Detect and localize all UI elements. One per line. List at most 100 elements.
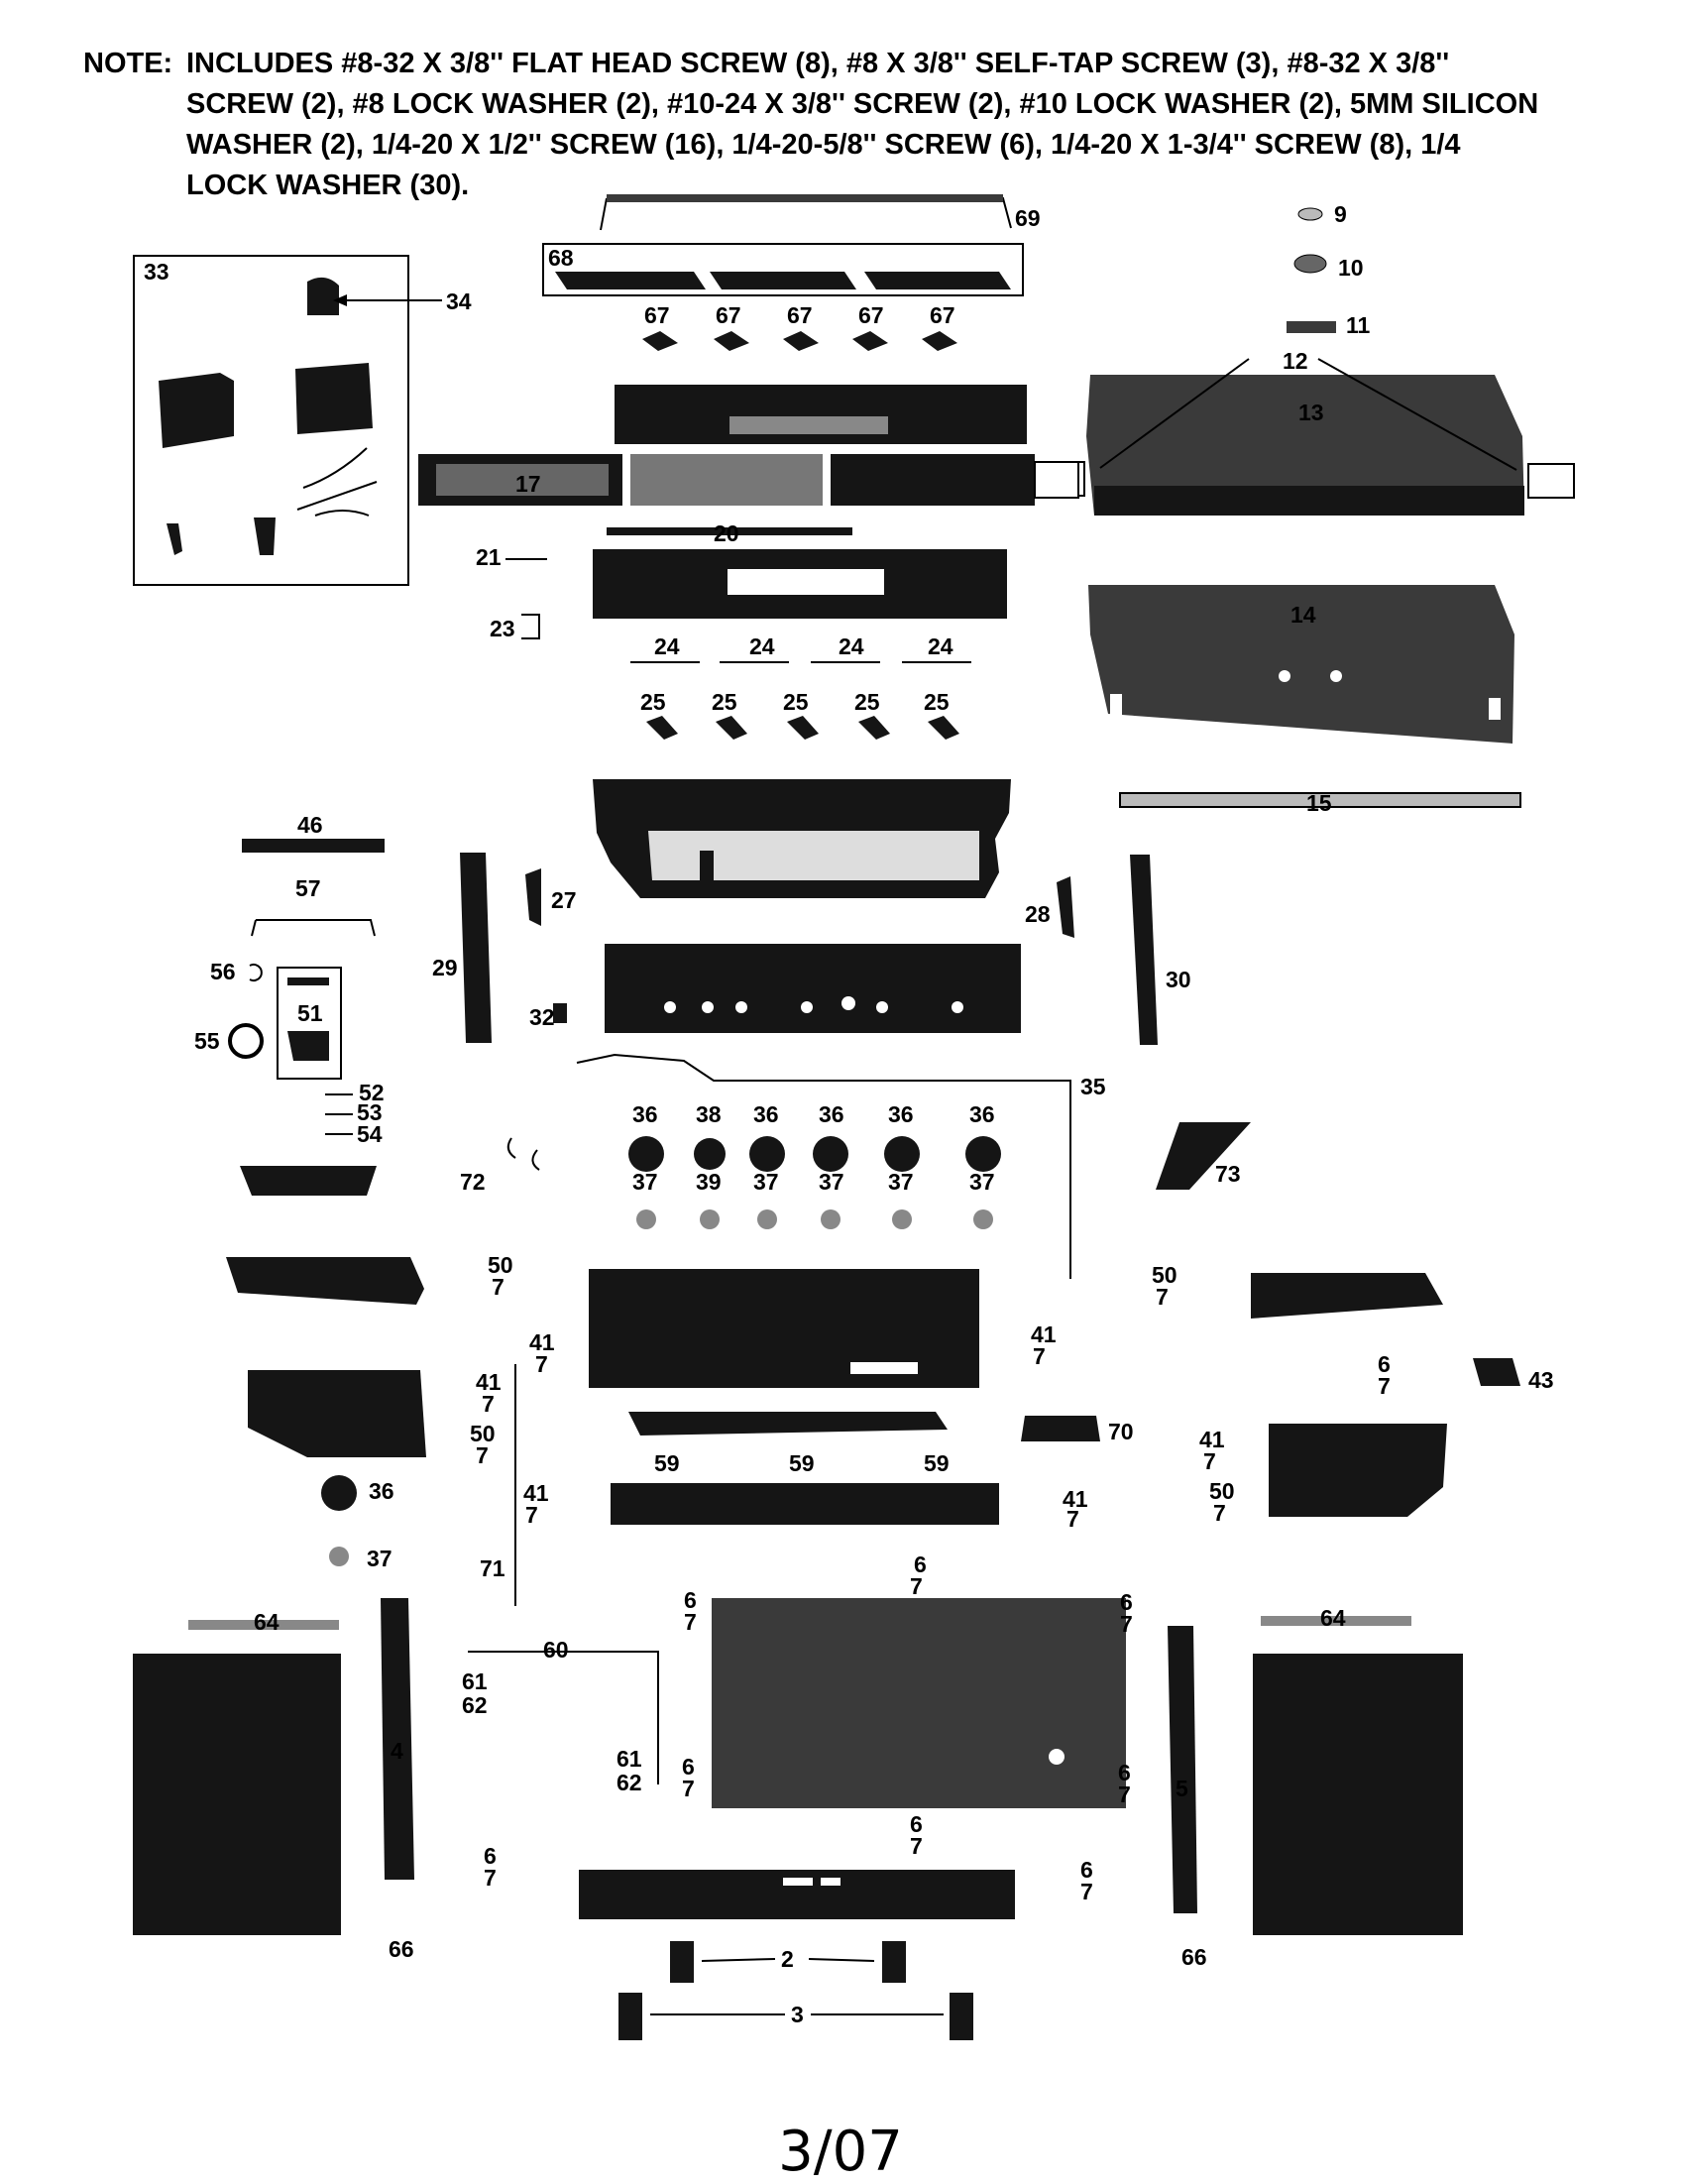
callout-30: 30 [1166, 967, 1191, 992]
callout-15: 15 [1306, 790, 1332, 816]
callout-6-bp-r1: 6 [1120, 1589, 1133, 1615]
control-knobs [628, 1136, 1001, 1229]
callout-37-c: 37 [819, 1169, 844, 1195]
callout-41-cb-right: 41 [1063, 1486, 1088, 1512]
callout-36-e: 36 [969, 1101, 995, 1127]
part-9 [1297, 207, 1323, 221]
callout-59-a: 59 [654, 1450, 680, 1476]
part-57 [251, 919, 376, 937]
callout-57: 57 [295, 875, 321, 901]
callout-7-bp-l1: 7 [684, 1609, 697, 1635]
callout-71: 71 [480, 1555, 505, 1581]
callout-4: 4 [391, 1738, 403, 1764]
part-55 [228, 1023, 264, 1059]
callout-2: 2 [781, 1946, 794, 1972]
side-frame-30 [1130, 855, 1158, 1045]
callout-23: 23 [490, 616, 515, 641]
callout-7-re-b: 7 [1213, 1500, 1226, 1526]
callout-6-r: 6 [1378, 1351, 1391, 1377]
callout-25-e: 25 [924, 689, 950, 715]
callout-70: 70 [1108, 1419, 1134, 1444]
callout-10: 10 [1338, 255, 1364, 281]
crossbar [611, 1483, 999, 1525]
callout-24-d: 24 [928, 633, 953, 659]
callout-6-bp-l2: 6 [682, 1754, 695, 1780]
side-knob-36 [321, 1475, 357, 1511]
callout-59-c: 59 [924, 1450, 950, 1476]
callout-36-a: 36 [632, 1101, 658, 1127]
note-label: NOTE: [83, 48, 173, 79]
callout-53: 53 [357, 1099, 383, 1125]
callout-7-sb-a: 7 [482, 1391, 495, 1417]
callout-7-right-shelf: 7 [1156, 1284, 1169, 1310]
callout-37-side: 37 [367, 1546, 392, 1571]
callout-56: 56 [210, 959, 236, 984]
callout-39: 39 [696, 1169, 722, 1195]
callout-35: 35 [1080, 1074, 1106, 1099]
side-burner-enclosure [248, 1370, 426, 1457]
callout-64-left: 64 [254, 1609, 280, 1635]
callout-51: 51 [297, 1000, 323, 1026]
callout-13: 13 [1298, 400, 1324, 425]
part-51-box [277, 967, 342, 1080]
left-side-shelf [226, 1257, 424, 1305]
front-vent-panel [589, 1269, 979, 1388]
callout-5: 5 [1176, 1776, 1188, 1801]
callout-14: 14 [1290, 602, 1316, 628]
callout-60: 60 [543, 1637, 569, 1663]
rail-64-right [1261, 1616, 1411, 1626]
part-72 [506, 1137, 540, 1171]
part-70 [1021, 1416, 1100, 1441]
callout-36-d: 36 [888, 1101, 914, 1127]
page-date: 3/07 [778, 2120, 903, 2184]
callout-73: 73 [1215, 1161, 1241, 1187]
part-73 [1156, 1122, 1251, 1190]
note-line-3: WASHER (2), 1/4-20 X 1/2'' SCREW (16), 1… [186, 129, 1461, 161]
callout-50-re: 50 [1209, 1478, 1235, 1504]
callout-7-bp-bot: 7 [910, 1833, 923, 1859]
callout-7-cb-right: 7 [1066, 1506, 1079, 1532]
callout-7-re-a: 7 [1203, 1448, 1216, 1474]
callout-7-r: 7 [1378, 1373, 1391, 1399]
part-32 [553, 1003, 567, 1023]
callout-7-p5: 7 [1080, 1879, 1093, 1904]
callout-25-b: 25 [712, 689, 737, 715]
callout-37-d: 37 [888, 1169, 914, 1195]
warming-rack-69 [600, 194, 1012, 231]
callout-6-bp-top: 6 [914, 1552, 927, 1577]
callout-46: 46 [297, 812, 323, 838]
side-panel-4 [381, 1598, 414, 1880]
callout-64-right: 64 [1320, 1605, 1346, 1631]
rail-64-left [188, 1620, 339, 1630]
callout-41-left: 41 [529, 1329, 555, 1355]
callout-7-right-panel: 7 [1033, 1343, 1046, 1369]
side-frame-29 [460, 853, 492, 1043]
side-panel-5 [1168, 1626, 1197, 1913]
callout-28: 28 [1025, 901, 1051, 927]
callout-7-bp-l2: 7 [682, 1776, 695, 1801]
part-11 [1287, 321, 1336, 333]
callout-6-bp-l1: 6 [684, 1587, 697, 1613]
callout-62-a: 62 [462, 1692, 488, 1718]
part-43 [1473, 1358, 1520, 1386]
callout-7-bp-r2: 7 [1118, 1782, 1131, 1807]
bottom-panel [579, 1870, 1015, 1919]
callout-9: 9 [1334, 201, 1347, 227]
callout-37-e: 37 [969, 1169, 995, 1195]
callout-67-a: 67 [644, 302, 670, 328]
part-10 [1293, 254, 1327, 274]
callout-25-a: 25 [640, 689, 666, 715]
flavorizer-bars-67 [642, 331, 957, 351]
callout-52: 52 [359, 1080, 385, 1105]
cooking-grates-68 [542, 243, 1024, 296]
callout-6-bp-bot: 6 [910, 1811, 923, 1837]
callout-38: 38 [696, 1101, 722, 1127]
callout-41-right: 41 [1031, 1322, 1057, 1347]
callout-3: 3 [791, 2002, 804, 2027]
callout-66-right: 66 [1181, 1944, 1207, 1970]
callout-50-sb: 50 [470, 1421, 496, 1446]
part-28 [1057, 876, 1074, 938]
callout-41-cb-left: 41 [523, 1480, 549, 1506]
callout-27: 27 [551, 887, 577, 913]
